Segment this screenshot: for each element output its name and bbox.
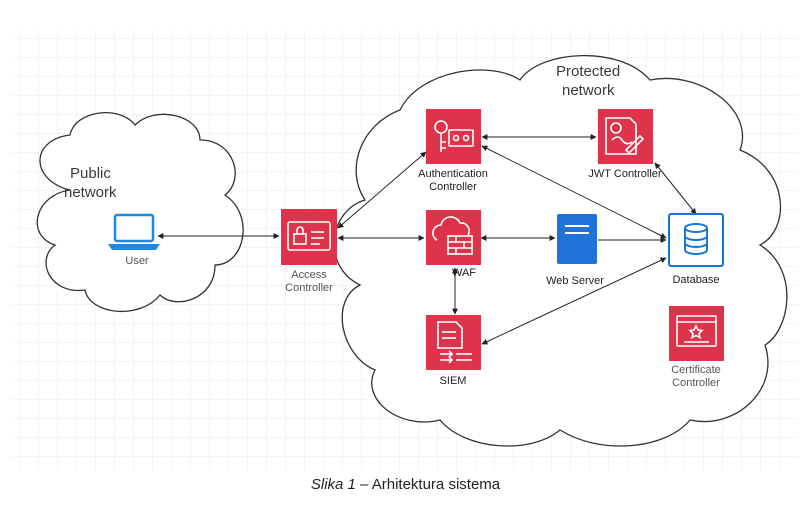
edge-access-auth bbox=[337, 151, 427, 229]
user-label: User bbox=[125, 255, 149, 267]
public-network-label-2: network bbox=[64, 184, 117, 201]
caption-prefix: Slika 1 bbox=[310, 476, 356, 493]
user-node: User bbox=[108, 213, 160, 267]
public-network-label: Public bbox=[70, 165, 111, 182]
certificate-controller-label: Certificate bbox=[671, 364, 721, 376]
connectors bbox=[157, 134, 697, 345]
authentication-controller-node: Authentication Controller bbox=[418, 109, 488, 193]
web-server-label: Web Server bbox=[546, 275, 604, 287]
web-server-node: Web Server bbox=[546, 214, 604, 287]
access-controller-label-2: Controller bbox=[285, 282, 333, 294]
database-label: Database bbox=[672, 274, 719, 286]
jwt-controller-label: JWT Controller bbox=[588, 168, 661, 180]
protected-network-label: Protected bbox=[556, 63, 620, 80]
siem-label: SIEM bbox=[440, 375, 467, 387]
authentication-controller-label: Authentication bbox=[418, 168, 488, 180]
waf-node: WAF bbox=[426, 210, 481, 279]
signed-document-icon bbox=[605, 117, 645, 155]
jwt-controller-node: JWT Controller bbox=[588, 109, 662, 180]
id-card-lock-icon bbox=[287, 221, 331, 251]
database-node: Database bbox=[668, 213, 724, 286]
figure-caption: Slika 1 – Arhitektura sistema bbox=[0, 476, 811, 493]
server-icon bbox=[557, 214, 597, 264]
waf-label: WAF bbox=[452, 267, 476, 279]
siem-node: SIEM bbox=[426, 315, 481, 387]
log-document-icon bbox=[437, 321, 472, 364]
authentication-controller-label-2: Controller bbox=[429, 181, 477, 193]
key-certificate-icon bbox=[434, 120, 474, 152]
certificate-icon bbox=[676, 315, 717, 347]
certificate-controller-node: Certificate Controller bbox=[669, 306, 724, 389]
cloud-firewall-icon bbox=[432, 216, 473, 255]
access-controller-label: Access bbox=[291, 269, 327, 281]
certificate-controller-label-2: Controller bbox=[672, 377, 720, 389]
edge-auth-database bbox=[481, 145, 667, 239]
access-controller-node: Access Controller bbox=[281, 209, 337, 294]
database-icon bbox=[684, 223, 708, 255]
protected-network-label-2: network bbox=[562, 82, 615, 99]
edge-siem-database bbox=[481, 257, 667, 345]
caption-suffix: – Arhitektura sistema bbox=[355, 476, 501, 493]
edge-jwt-database bbox=[654, 162, 697, 215]
laptop-icon bbox=[108, 213, 160, 250]
